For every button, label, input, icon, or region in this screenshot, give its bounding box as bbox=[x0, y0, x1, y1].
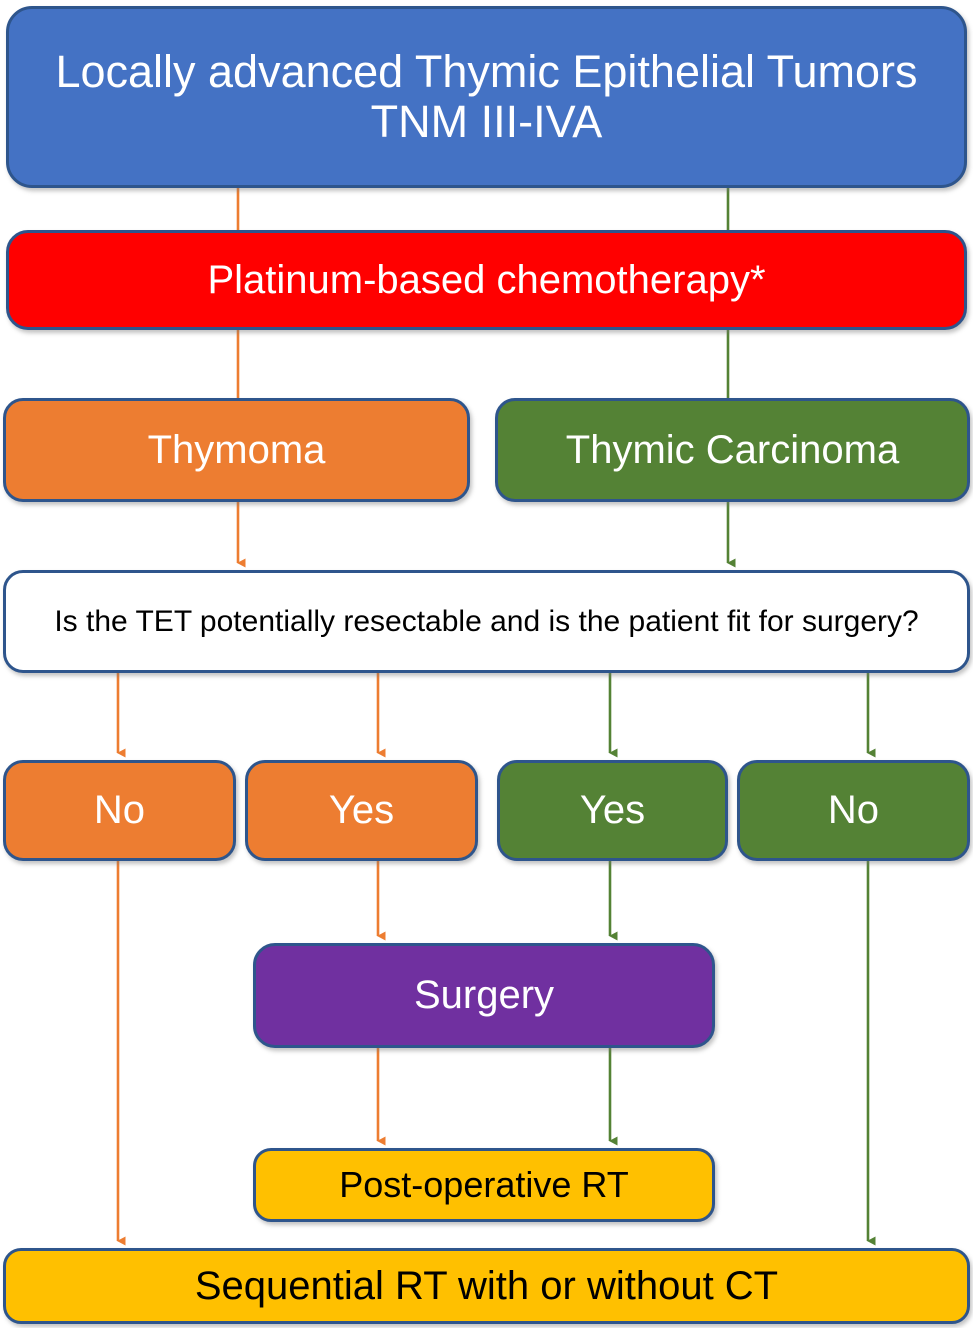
node-resectability-question[interactable]: Is the TET potentially resectable and is… bbox=[3, 570, 970, 673]
node-surgery[interactable]: Surgery bbox=[253, 943, 715, 1048]
node-postoperative-rt[interactable]: Post-operative RT bbox=[253, 1148, 715, 1222]
node-postoperative-rt-label: Post-operative RT bbox=[339, 1163, 629, 1205]
node-resectability-question-label: Is the TET potentially resectable and is… bbox=[54, 604, 919, 638]
node-carcinoma-answer-no-label: No bbox=[827, 788, 880, 833]
node-title[interactable]: Locally advanced Thymic Epithelial Tumor… bbox=[6, 6, 967, 188]
node-thymoma-answer-yes-label: Yes bbox=[328, 788, 395, 833]
node-title-label: Locally advanced Thymic Epithelial Tumor… bbox=[55, 45, 918, 147]
node-chemotherapy[interactable]: Platinum-based chemotherapy* bbox=[6, 230, 967, 330]
node-surgery-label: Surgery bbox=[413, 973, 555, 1018]
node-thymoma[interactable]: Thymoma bbox=[3, 398, 470, 502]
node-carcinoma-answer-no[interactable]: No bbox=[737, 760, 970, 861]
node-carcinoma-answer-yes[interactable]: Yes bbox=[497, 760, 728, 861]
node-carcinoma-answer-yes-label: Yes bbox=[579, 788, 646, 833]
node-thymoma-answer-no[interactable]: No bbox=[3, 760, 236, 861]
node-thymoma-label: Thymoma bbox=[147, 427, 326, 472]
node-sequential-rt[interactable]: Sequential RT with or without CT bbox=[3, 1248, 970, 1324]
node-chemotherapy-label: Platinum-based chemotherapy* bbox=[207, 257, 766, 302]
node-thymoma-answer-no-label: No bbox=[93, 788, 146, 833]
node-sequential-rt-label: Sequential RT with or without CT bbox=[194, 1263, 779, 1308]
node-thymic-carcinoma[interactable]: Thymic Carcinoma bbox=[495, 398, 970, 502]
node-thymic-carcinoma-label: Thymic Carcinoma bbox=[565, 427, 900, 472]
node-thymoma-answer-yes[interactable]: Yes bbox=[245, 760, 478, 861]
